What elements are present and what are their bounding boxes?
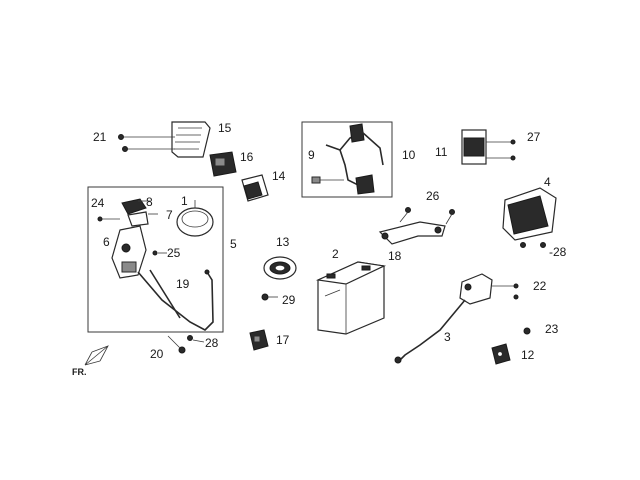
part-28-nut [187,335,205,343]
part-9-harness [311,123,384,195]
callout-2: 2 [332,247,339,261]
callout-27: 27 [527,130,541,144]
callout-25: 25 [167,246,181,260]
callout-20: 20 [150,347,164,361]
callout-5: 5 [230,237,237,251]
callout-15: 15 [218,121,232,135]
callout-24: 24 [91,196,105,210]
callout-21: 21 [93,130,107,144]
part-13-horn [263,256,297,280]
callout-17: 17 [276,333,290,347]
part-8-latch [121,198,150,215]
callout-12: 12 [521,348,535,362]
callout-6: 6 [103,235,110,249]
part-17-connector [249,329,269,351]
part-25-bolt [152,250,167,256]
part-19-cable [137,269,214,331]
callout-4: 4 [544,175,551,189]
front-direction-arrow [84,345,109,366]
part-21-screws [118,134,175,152]
callout-8: 8 [146,195,153,209]
part-1-fuel-cap [176,200,214,237]
callout-28b: -28 [549,245,567,259]
part-22-nut [492,283,519,300]
part-3-starter-relay [394,273,493,364]
part-29-nut [261,293,278,301]
callout-28a: 28 [205,336,219,350]
callout-10: 10 [402,148,416,162]
part-2-battery [315,261,387,335]
part-24-bolt [97,216,120,222]
part-15-bracket [171,121,211,158]
callout-26: 26 [426,189,440,203]
part-4-control-unit [502,187,557,248]
callout-16: 16 [240,150,254,164]
part-16-relay [209,151,237,177]
callout-3: 3 [444,330,451,344]
callout-9: 9 [308,148,315,162]
callout-14: 14 [272,169,286,183]
part-26-bolts [399,207,455,225]
part-14-cover [241,174,269,202]
part-20-nut [167,335,186,354]
part-18-battery-strap [378,221,446,245]
part-6-lock-assembly [111,225,147,279]
callout-23: 23 [545,322,559,336]
callout-13: 13 [276,235,290,249]
part-12-clip [491,343,511,365]
callout-1: 1 [181,194,188,208]
sub-assembly-box-left [87,186,224,333]
callout-19: 19 [176,277,190,291]
fr-label: FR. [72,367,87,377]
sub-assembly-box-top [301,121,393,198]
callout-22: 22 [533,279,547,293]
callout-18: 18 [388,249,402,263]
part-23-bolt [523,327,531,335]
callout-11: 11 [435,145,448,159]
part-7-spring [127,211,158,227]
callout-7: 7 [166,208,173,222]
callout-29: 29 [282,293,296,307]
part-11-relay [461,129,516,165]
